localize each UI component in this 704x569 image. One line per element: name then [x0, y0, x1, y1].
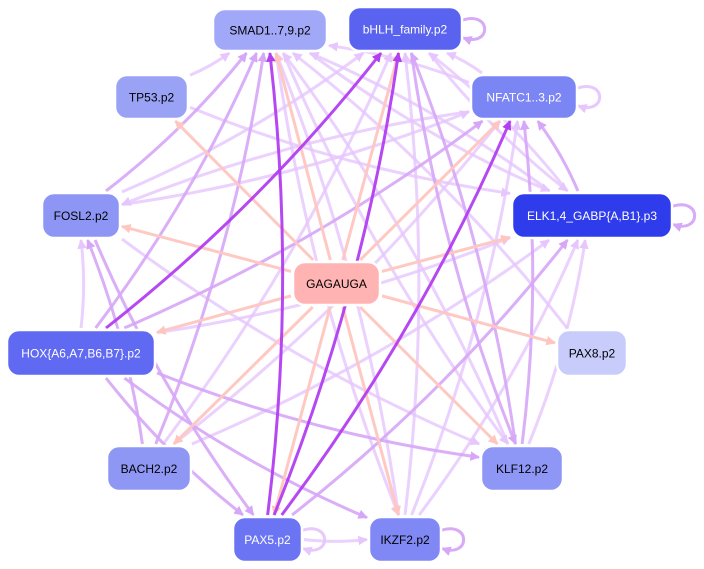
self-loop-nfatc	[576, 85, 602, 114]
node-label: IKZF2.p2	[380, 533, 430, 547]
node-box	[211, 7, 329, 53]
node-nfatc[interactable]: NFATC1..3.p2	[469, 73, 579, 121]
node-tp53[interactable]: TP53.p2	[113, 73, 190, 121]
node-label: FOSL2.p2	[54, 209, 109, 223]
node-bach2[interactable]: BACH2.p2	[105, 444, 193, 493]
edge-elk-to-smad	[309, 51, 551, 193]
edge-center-to-pax8	[381, 294, 556, 346]
self-loop-layer	[301, 17, 696, 556]
self-loop-elk	[671, 203, 696, 232]
node-box	[113, 73, 190, 121]
node-center[interactable]: GAGAUGA	[291, 260, 382, 307]
node-box	[510, 191, 674, 240]
node-label: GAGAUGA	[306, 277, 367, 291]
edge-center-to-pax5	[271, 306, 332, 516]
node-box	[291, 260, 382, 307]
edge-fosl2-to-bhlh	[121, 51, 365, 194]
edge-smad-to-elk	[309, 51, 551, 193]
edge-center-to-nfatc	[359, 119, 501, 262]
node-label: bHLH_family.p2	[363, 23, 448, 37]
edge-center-to-bhlh	[341, 52, 401, 261]
node-label: PAX5.p2	[244, 533, 291, 547]
node-klf12[interactable]: KLF12.p2	[479, 444, 565, 493]
node-label: PAX8.p2	[569, 347, 616, 361]
node-box	[479, 444, 565, 493]
edge-pax5-to-nfatc	[280, 120, 512, 516]
edge-center-to-hox	[156, 294, 292, 335]
edge-hox-to-nfatc	[123, 119, 484, 330]
node-label: SMAD1..7,9.p2	[229, 24, 311, 38]
self-loop-bhlh	[461, 17, 487, 46]
node-smad[interactable]: SMAD1..7,9.p2	[211, 7, 329, 53]
edge-fosl2-to-pax5	[93, 239, 255, 516]
edge-ikzf2-to-bhlh	[401, 52, 421, 516]
node-pax8[interactable]: PAX8.p2	[555, 328, 629, 378]
node-ikzf2[interactable]: IKZF2.p2	[367, 515, 443, 564]
edge-hox-to-ikzf2	[123, 376, 368, 520]
self-loop-ikzf2	[440, 527, 465, 556]
edge-hox-to-bhlh	[105, 52, 383, 330]
node-fosl2[interactable]: FOSL2.p2	[40, 191, 122, 240]
edge-center-to-ikzf2	[341, 306, 401, 516]
edge-fosl2-to-klf12	[121, 237, 481, 446]
node-box	[5, 328, 157, 378]
edge-center-to-bach2	[172, 305, 314, 446]
edge-center-to-klf12	[359, 305, 499, 446]
node-label: HOX{A6,A7,B6,B7}.p2	[21, 347, 141, 361]
node-label: ELK1,4_GABP{A,B1}.p3	[527, 209, 657, 223]
node-box	[555, 328, 629, 378]
edge-center-to-fosl2	[121, 223, 292, 273]
node-box	[231, 515, 304, 564]
self-loop-pax5	[301, 527, 326, 556]
edge-tp53-to-elk	[189, 105, 511, 197]
node-box	[346, 5, 464, 53]
edge-elk-to-nfatc	[536, 120, 580, 192]
edge-klf12-to-smad	[282, 52, 510, 445]
node-label: NFATC1..3.p2	[486, 91, 561, 105]
edge-center-to-tp53	[174, 119, 315, 262]
node-label: BACH2.p2	[121, 462, 178, 476]
node-label: KLF12.p2	[496, 462, 548, 476]
edge-tp53-to-smad	[189, 51, 231, 77]
node-box	[367, 515, 443, 564]
edge-smad-to-klf12	[281, 52, 510, 445]
node-pax5[interactable]: PAX5.p2	[231, 515, 304, 564]
node-bhlh[interactable]: bHLH_family.p2	[346, 5, 464, 53]
node-box	[105, 444, 193, 493]
edge-pax5-to-ikzf2	[303, 535, 368, 546]
edge-nfatc-to-bhlh	[446, 51, 483, 75]
edge-center-to-smad	[273, 52, 332, 261]
edge-hox-to-klf12	[156, 371, 480, 461]
edge-hox-to-fosl2	[77, 239, 87, 329]
edge-bach2-to-elk	[191, 238, 550, 446]
node-elk[interactable]: ELK1,4_GABP{A,B1}.p3	[510, 191, 674, 240]
node-label: TP53.p2	[129, 91, 175, 105]
node-hox[interactable]: HOX{A6,A7,B6,B7}.p2	[5, 328, 157, 378]
node-box	[469, 73, 579, 121]
node-box	[40, 191, 122, 240]
edge-pax5-to-smad	[266, 52, 285, 516]
edge-bach2-to-bhlh	[162, 52, 393, 445]
